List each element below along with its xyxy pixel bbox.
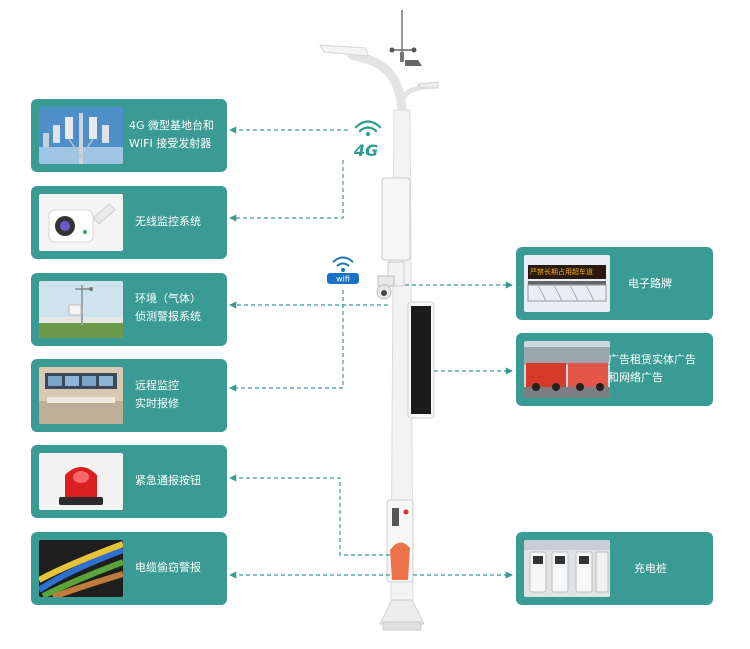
card-advertising: 广告租赁实体广告 和网络广告 <box>516 333 713 406</box>
road-sign-label: 电子路牌 <box>628 277 672 290</box>
road-sign-text: 严禁长期占用超车道 <box>530 268 593 276</box>
lamp-arm <box>347 50 407 120</box>
base-station-label: 4G 微型基地台和 WIFI 接受发射器 <box>129 119 215 150</box>
equipment-box <box>381 177 411 261</box>
card-environment: 环境（气体） 侦测警报系统 <box>31 273 227 346</box>
card-road-sign: 严禁长期占用超车道 电子路牌 <box>516 247 713 320</box>
emergency-label: 紧急通报按钮 <box>135 474 201 487</box>
dome-camera-icon <box>376 275 395 300</box>
weather-station-icon <box>39 281 123 338</box>
remote-label: 远程监控 实时报修 <box>135 379 179 410</box>
bus-ads-icon <box>524 341 610 398</box>
cell-tower-icon <box>39 107 123 164</box>
monitoring-label: 无线监控系统 <box>135 215 201 228</box>
control-room-icon <box>39 367 123 424</box>
card-base-station: 4G 微型基地台和 WIFI 接受发射器 <box>31 99 227 172</box>
led-sign-icon: 严禁长期占用超车道 <box>524 255 610 312</box>
lamp-head <box>319 44 369 57</box>
wifi-label: wifi <box>336 275 350 284</box>
environment-label: 环境（气体） 侦测警报系统 <box>135 292 201 323</box>
wifi-icon <box>327 256 359 284</box>
security-camera-icon <box>39 194 123 251</box>
fourg-signal-icon <box>354 120 382 133</box>
card-monitoring: 无线监控系统 <box>31 186 227 259</box>
fourg-label: 4G <box>353 141 378 160</box>
card-charging: 充电桩 <box>516 532 713 605</box>
connector-remote <box>229 290 344 392</box>
cable-icon <box>39 540 123 597</box>
charging-label: 充电桩 <box>634 562 667 575</box>
pole-base <box>379 599 425 625</box>
alarm-light-icon <box>39 453 123 510</box>
advertising-label: 广告租赁实体广告 和网络广告 <box>608 353 696 384</box>
charging-pile-icon <box>524 540 610 597</box>
anemometer-icon <box>389 47 422 66</box>
cable-label: 电缆偷窃警报 <box>135 561 201 574</box>
card-cable: 电缆偷窃警报 <box>31 532 227 605</box>
card-emergency: 紧急通报按钮 <box>31 445 227 518</box>
connector-monitoring <box>229 160 344 222</box>
connector-emergency <box>229 474 390 556</box>
card-remote: 远程监控 实时报修 <box>31 359 227 432</box>
